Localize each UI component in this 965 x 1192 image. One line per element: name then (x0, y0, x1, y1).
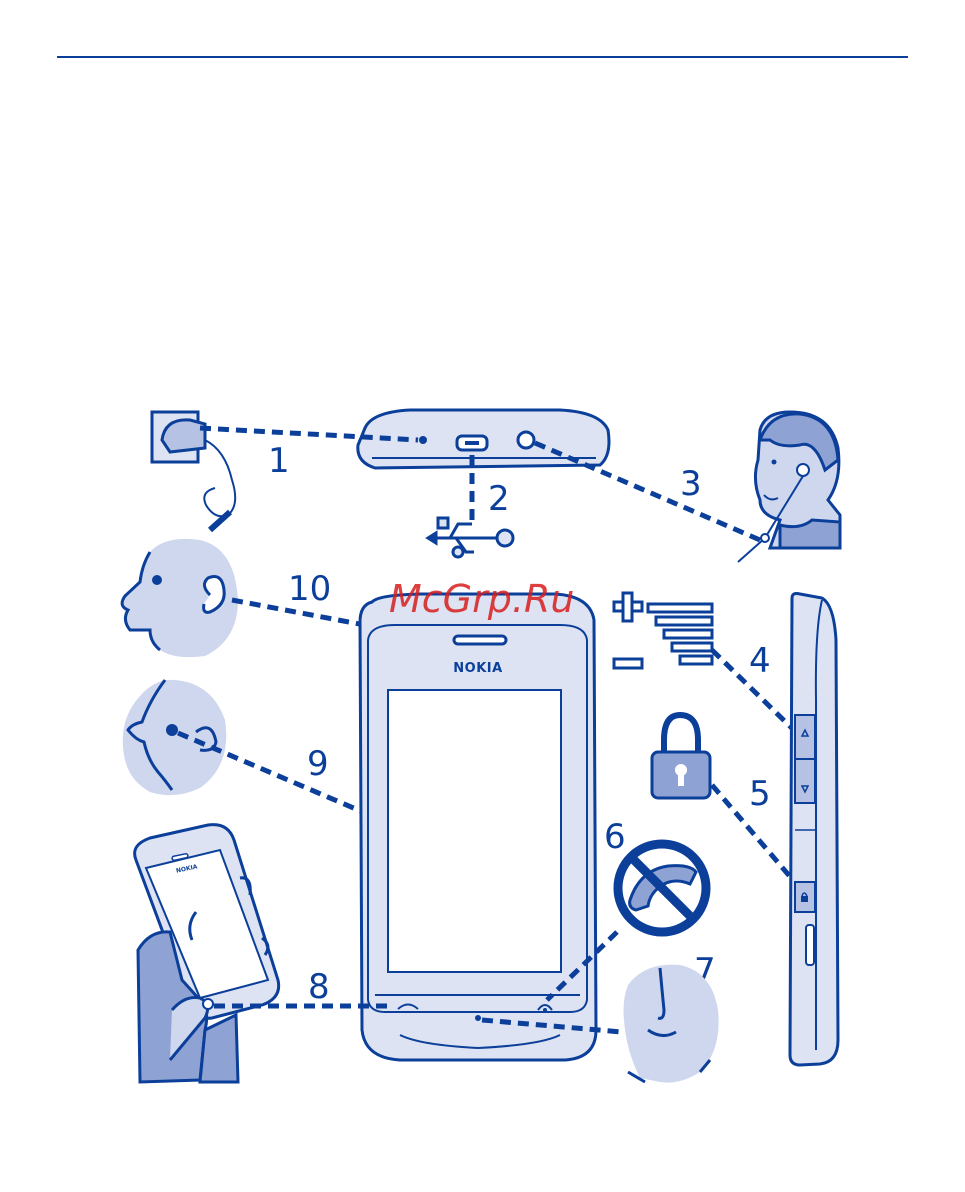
label-1: 1 (268, 441, 290, 481)
mouth-profile-icon (123, 680, 227, 795)
label-6: 6 (604, 817, 626, 857)
hand-phone-icon: NOKIA (135, 825, 279, 1082)
microphone-hole (475, 1015, 481, 1021)
phone-screen (388, 690, 561, 972)
ear-icon (122, 539, 238, 657)
no-call-icon (618, 844, 706, 932)
label-5: 5 (749, 774, 771, 814)
mouth-icon (624, 965, 719, 1083)
lock-icon (652, 715, 710, 798)
label-10: 10 (288, 569, 331, 609)
label-2: 2 (488, 479, 510, 519)
label-3: 3 (680, 464, 702, 504)
phone-side-view (790, 594, 838, 1066)
usb-icon (428, 518, 513, 557)
phone-brand: NOKIA (453, 661, 502, 676)
label-9: 9 (307, 744, 329, 784)
volume-icon (614, 593, 712, 668)
watermark: McGrp.Ru (389, 577, 574, 621)
earpiece-slot (454, 636, 506, 644)
label-8: 8 (308, 967, 330, 1007)
label-4: 4 (749, 641, 771, 681)
